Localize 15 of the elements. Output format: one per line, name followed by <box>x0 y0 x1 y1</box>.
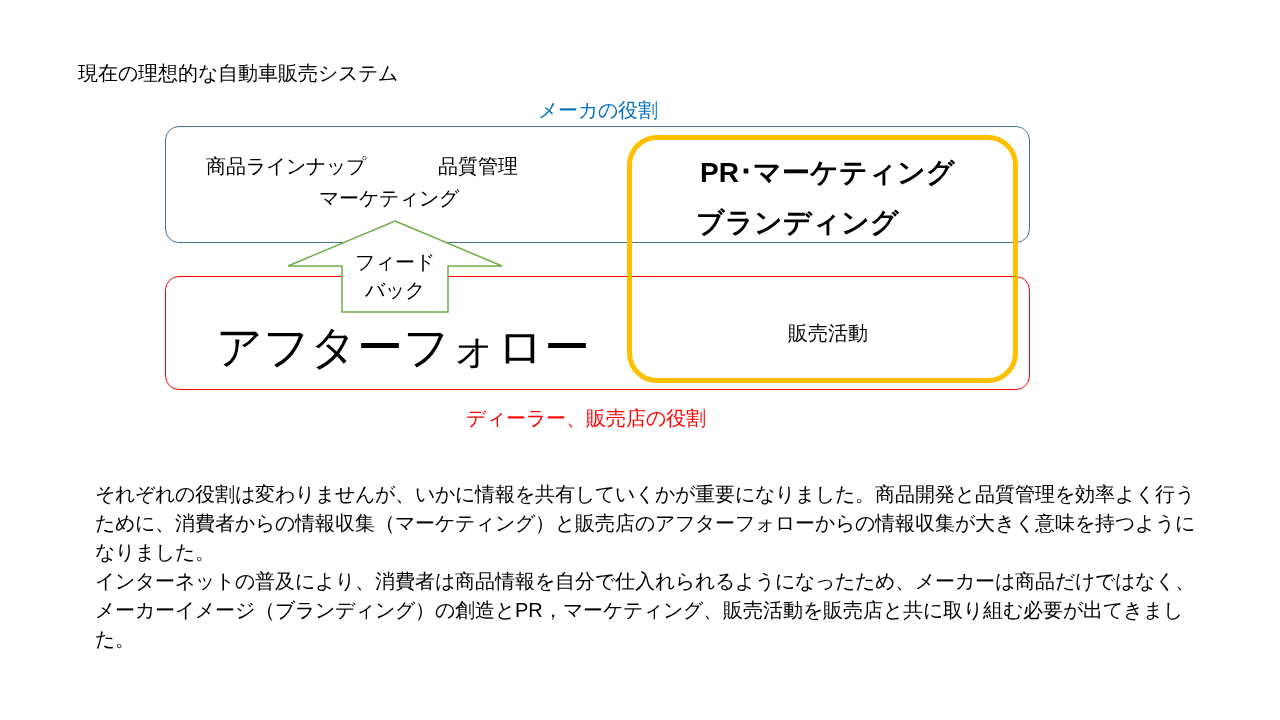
paragraph: インターネットの普及により、消費者は商品情報を自分で仕入れられるようになったため、メーカーは商品だけではなく、メーカーイメージ（ブランディング）の創造とPR，マーケティング、販売活動を販売店と共に取り組む必要が出てきました。 <box>95 569 1195 652</box>
bold-text: PR･マーケティング <box>699 156 956 190</box>
bold-text: ブランディング <box>695 206 900 240</box>
item-text: 商品ラインナップ <box>206 154 366 179</box>
paragraph: それぞれの役割は変わりませんが、いかに情報を共有していくかが重要になりました。商品開発と品質管理を効率よく行うために、消費者からの情報収集（マーケティング）と販売店のアフターフォローからの情報収集が大きく意味を持つようになりました。 <box>95 482 1195 565</box>
main-text: アフターフォロー <box>216 320 590 375</box>
panel-heading: ディーラー、販売店の役割 <box>466 406 706 431</box>
diagram-title: 現在の理想的な自動車販売システム <box>78 61 398 86</box>
highlight-frame <box>627 135 1018 383</box>
item-text: 品質管理 <box>438 154 518 179</box>
block-arrow <box>287 220 503 313</box>
edge-label: フィードバック <box>354 250 436 303</box>
panel-heading: メーカの役割 <box>537 98 659 123</box>
item-text: 販売活動 <box>786 321 869 346</box>
item-text: マーケティング <box>319 186 459 211</box>
